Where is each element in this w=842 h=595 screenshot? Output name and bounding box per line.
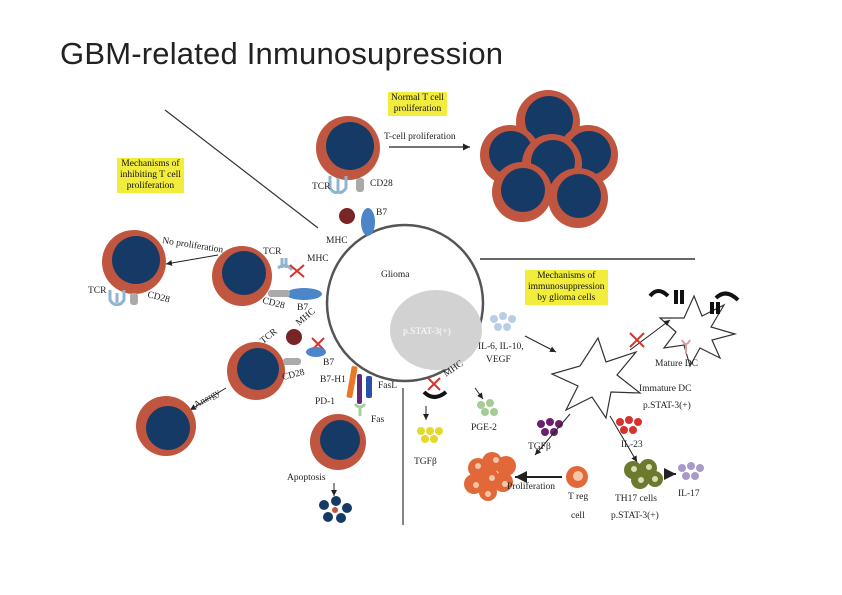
tcr-label-top: TCR	[312, 182, 331, 192]
glioma-label: Glioma	[381, 270, 410, 280]
inhibit-x-maturation	[629, 332, 645, 348]
slide-title: GBM-related Inmunosupression	[60, 36, 504, 71]
anergy-arrow	[189, 387, 227, 411]
treg-cell	[566, 466, 588, 488]
cd28-receptor-anergy	[283, 358, 301, 365]
glioma-mechanisms-box: Mechanisms of immunosuppression by gliom…	[525, 270, 608, 305]
tcell-proliferation-label: T-cell proliferation	[384, 131, 456, 142]
pd1-molecule	[357, 374, 362, 404]
mature-dc-label: Mature DC	[655, 359, 698, 369]
cd28-receptor-top	[356, 178, 364, 192]
mature-dc-receptor-left	[648, 289, 684, 304]
tcr-receptor-top	[328, 176, 348, 194]
vegf-label: VEGF	[486, 355, 511, 365]
pstat-th17-label: p.STAT-3(+)	[611, 510, 659, 521]
t-cell-apoptosis	[310, 414, 366, 470]
anergy-label: Anergy	[193, 388, 223, 411]
t-cell-top	[316, 116, 380, 180]
treg-cell-label: cell	[571, 511, 585, 521]
b7-label-top: B7	[376, 208, 387, 218]
mhc-label-middle: MHC	[307, 254, 329, 264]
il17-label: IL-17	[678, 489, 700, 499]
immature-dc-cell	[550, 336, 642, 420]
mature-dc-cell	[658, 294, 738, 368]
fas-receptor	[353, 402, 367, 416]
t-cell-anergy	[227, 342, 285, 400]
mhc-molecule-top	[339, 208, 355, 224]
normal-proliferation-box: Normal T cell proliferation	[388, 92, 447, 116]
b7h1-label: B7-H1	[320, 375, 346, 385]
mature-dc-receptor-right	[710, 291, 740, 314]
pge2-arrow	[474, 387, 484, 400]
il6-label: IL-6, IL-10,	[478, 342, 524, 352]
immature-dc-label: Immature DC	[639, 384, 692, 394]
th17-cell-cluster	[624, 459, 663, 489]
proliferation-label: Proliferation	[507, 481, 555, 492]
tcr-receptor-left	[108, 290, 126, 306]
mhc-molecule-anergy	[286, 329, 302, 345]
b7-molecule-middle	[286, 288, 322, 300]
mhc-label-top: MHC	[326, 236, 348, 246]
tcr-receptor-middle	[277, 258, 294, 271]
treg-label: T reg	[568, 492, 588, 502]
il23-label: IL-23	[621, 440, 643, 450]
glioma-nucleus	[390, 290, 482, 370]
cd28-receptor-middle	[268, 290, 290, 297]
t-cell-middle	[212, 246, 272, 306]
tgfb-molecules-left	[417, 427, 443, 443]
pstat-glioma-label: p.STAT-3(+)	[403, 326, 451, 337]
factors-to-dc-arrow	[524, 335, 557, 353]
b7-label-middle: B7	[297, 303, 308, 313]
inhibit-x-mhc	[289, 264, 305, 278]
fas-label: Fas	[371, 415, 385, 425]
b7-molecule-top	[361, 208, 375, 236]
cd28-label-top: CD28	[370, 179, 393, 189]
il17-molecules	[678, 462, 704, 480]
b7h1-molecule	[346, 366, 358, 398]
tgfb-molecules-right	[537, 418, 563, 436]
cd28-label-anergy: CD28	[281, 368, 306, 383]
il6-molecules	[490, 312, 516, 331]
tcr-label-anergy: TCR	[259, 327, 280, 347]
tcr-blocked-bottom	[422, 390, 448, 399]
th17-label: TH17 cells	[615, 494, 657, 504]
inhibit-mechanisms-box: Mechanisms of inhibiting T cell prolifer…	[117, 158, 184, 193]
b7-molecule-anergy	[306, 347, 326, 357]
apoptotic-bodies	[319, 496, 352, 523]
no-proliferation-label: No proliferation	[162, 235, 225, 256]
pd1-label: PD-1	[315, 397, 335, 407]
no-proliferation-arrow	[165, 254, 219, 266]
divider-line-top	[164, 109, 319, 229]
maturation-arrow	[629, 319, 671, 351]
t-cell-left-outer	[102, 230, 166, 294]
dc-to-th17-arrow	[609, 415, 638, 463]
pge2-molecules	[477, 399, 498, 416]
il23-molecules	[616, 416, 642, 434]
apoptosis-label: Apoptosis	[287, 473, 326, 483]
cd28-receptor-left	[130, 293, 138, 305]
t-cell-anergic	[136, 396, 196, 456]
cd28-label-left: CD28	[146, 290, 171, 305]
tcr-label-left: TCR	[88, 286, 107, 296]
tgfb-label-left: TGFβ	[414, 457, 437, 467]
fasl-molecule	[366, 376, 372, 398]
inhibit-x-bottom	[427, 377, 441, 391]
proliferated-tcell-cluster	[480, 90, 618, 228]
mature-dc-costim	[681, 339, 691, 354]
pstat-dc-label: p.STAT-3(+)	[643, 400, 691, 411]
tgfb-label-right: TGFβ	[528, 442, 551, 452]
treg-proliferation-cluster	[464, 452, 516, 501]
b7-label-anergy: B7	[323, 358, 334, 368]
cd28-label-middle: CD28	[261, 296, 286, 311]
pge2-label: PGE-2	[471, 423, 497, 433]
dc-to-treg-arrow	[534, 413, 571, 456]
fasl-label: FasL	[378, 381, 397, 391]
tcr-label-middle: TCR	[263, 247, 282, 257]
